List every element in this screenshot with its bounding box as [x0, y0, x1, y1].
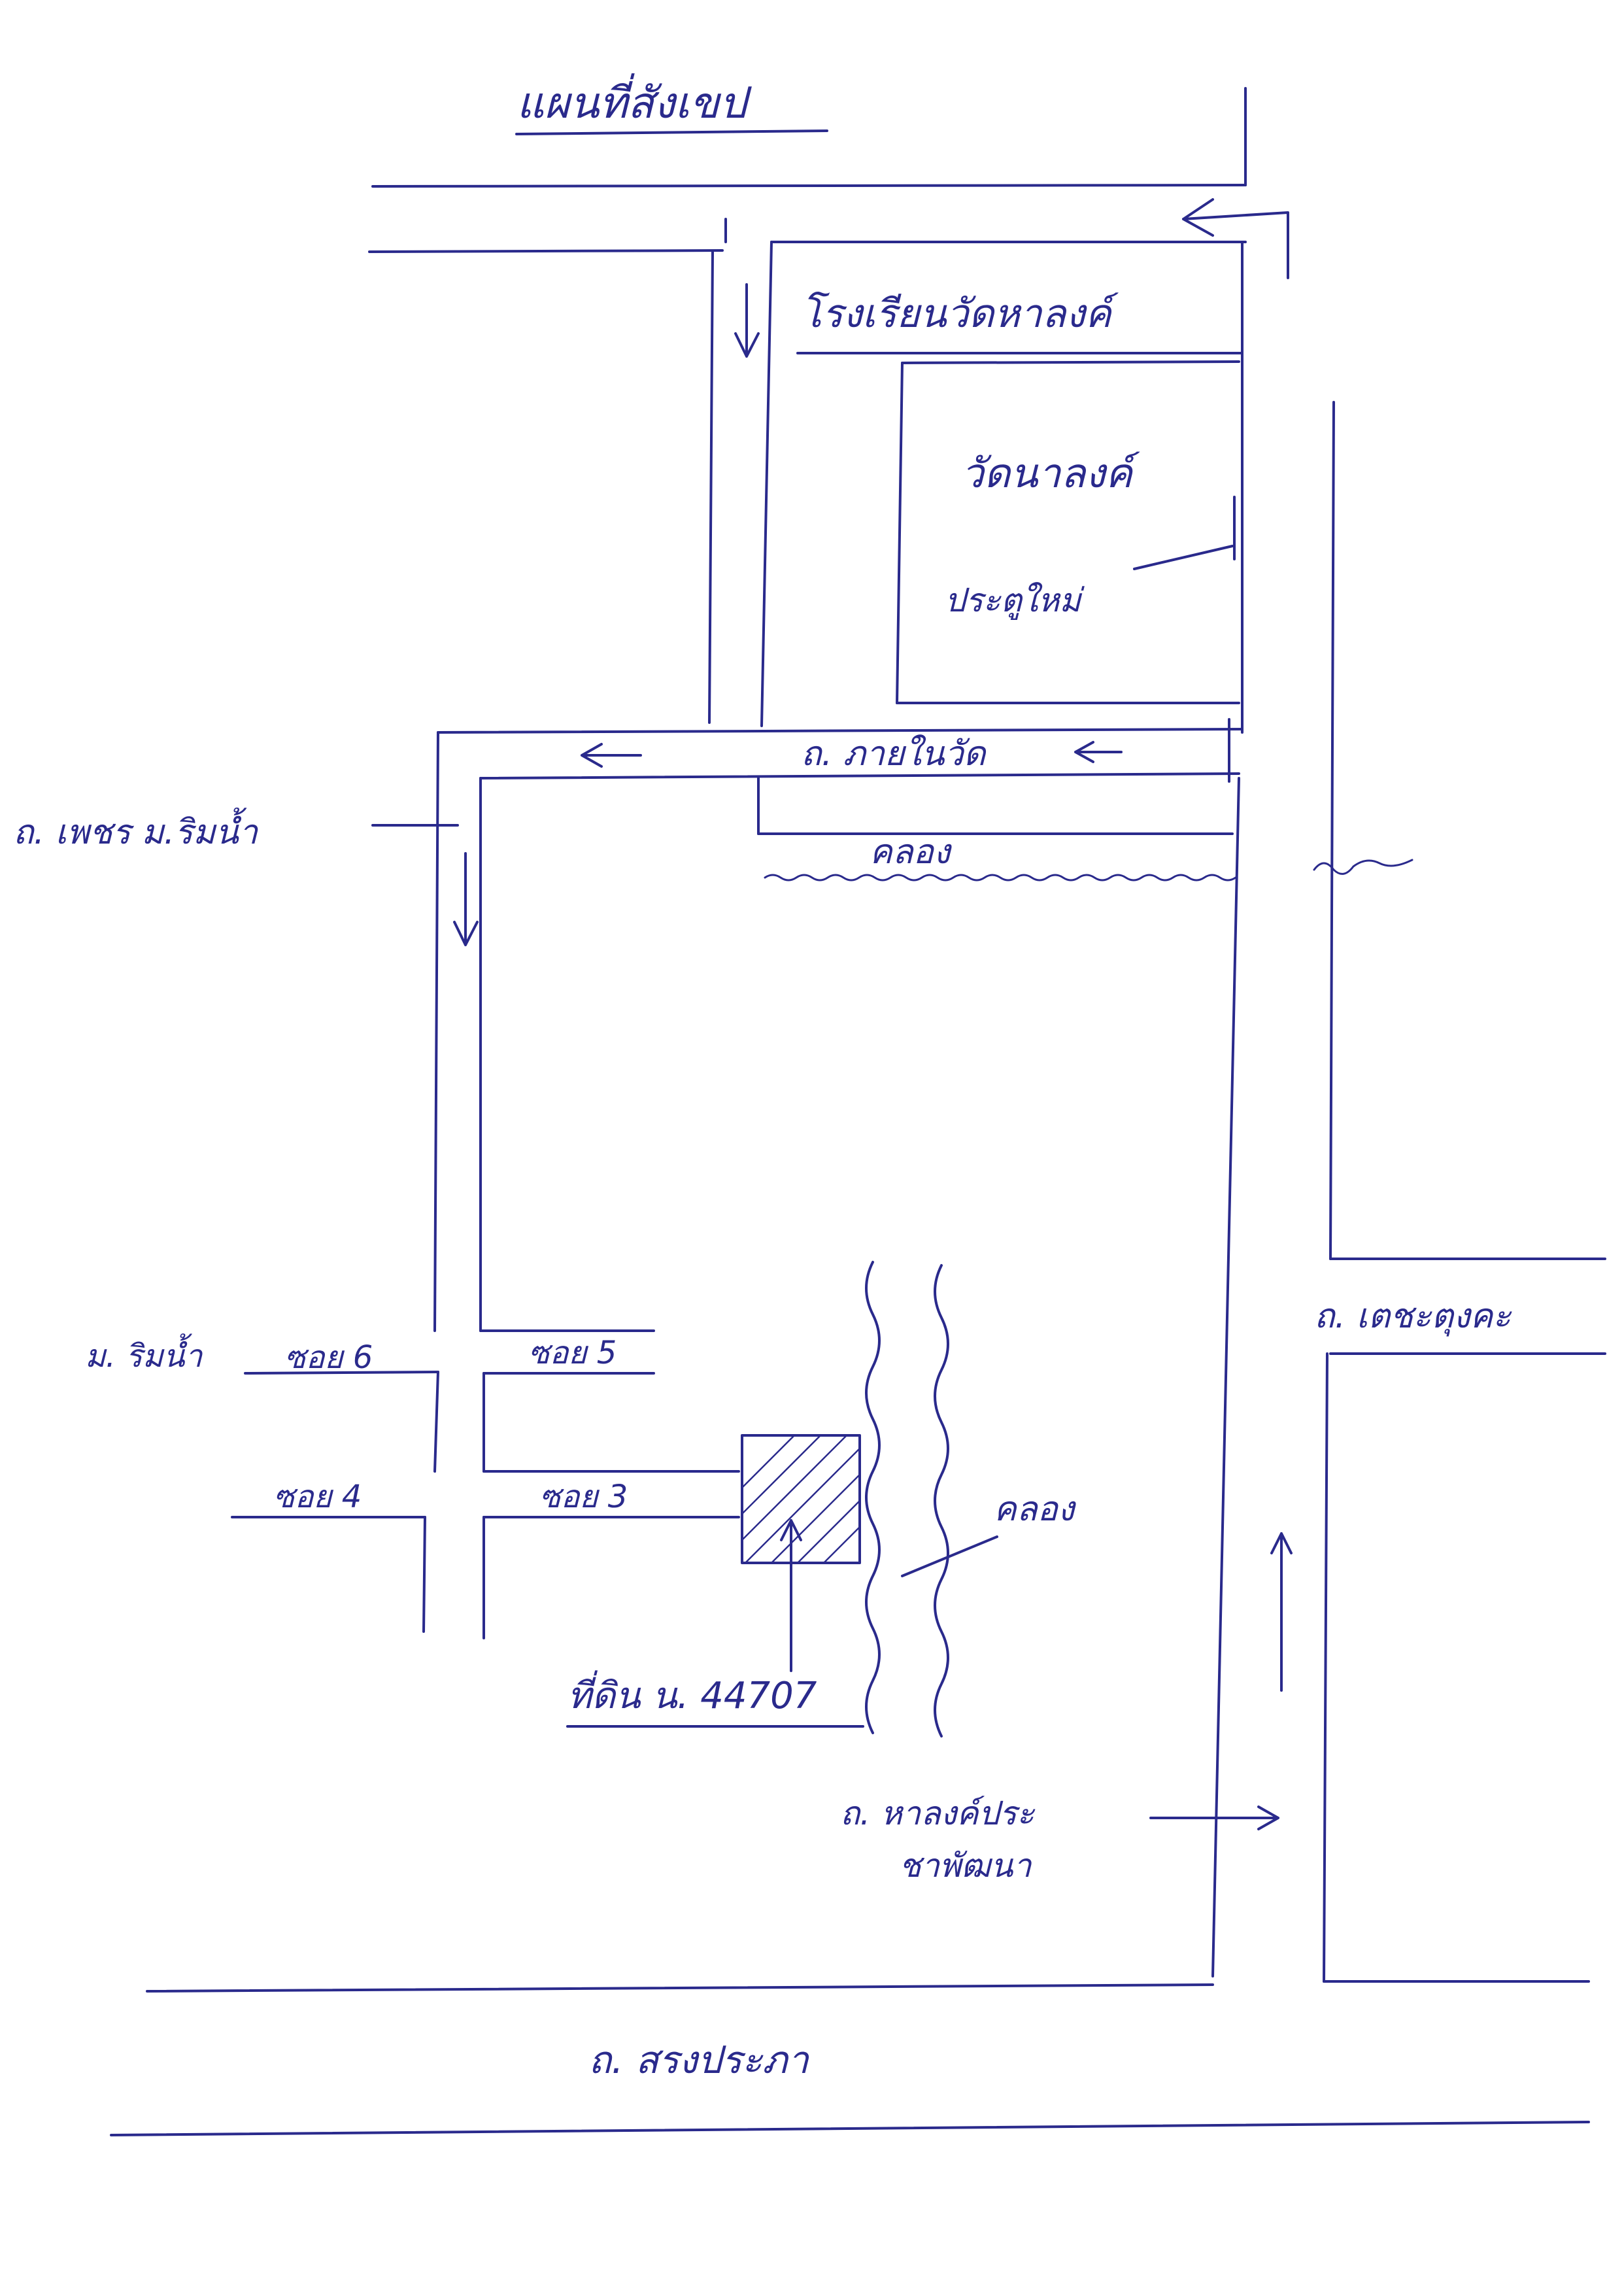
village-label: ม. ริมน้ำ [85, 1333, 203, 1375]
road-inside-temple-label: ถ. ภายในวัด [801, 734, 987, 774]
soi-3-label: ซอย 3 [539, 1479, 628, 1515]
road-inside-temple [437, 718, 1243, 783]
soi-6-label: ซอย 6 [284, 1339, 373, 1376]
land-plot [741, 1434, 861, 1564]
canal-right-label: คลอง [994, 1490, 1077, 1529]
arrow-up-icon [1270, 1532, 1293, 1692]
arrow-right-icon [1149, 1806, 1279, 1830]
arrow-down-icon [734, 283, 760, 358]
lane-west-of-school [708, 241, 1247, 727]
west-road [433, 731, 482, 1332]
new-gate-leader [1133, 545, 1234, 570]
soi-4-label: ซอย 4 [273, 1479, 362, 1515]
canal-bank-east [934, 1264, 949, 1738]
property-east-line [1211, 777, 1240, 1977]
entrance-arrow-icon [1182, 198, 1289, 279]
road-east-label: ถ. เตชะตุงคะ [1314, 1297, 1512, 1337]
canal-bank-west [865, 1261, 881, 1734]
canal-right-leader [901, 1535, 998, 1577]
canal-water [764, 874, 1237, 882]
new-gate-label: ประตูใหม่ [945, 581, 1085, 621]
soi-5-label: ซอย 5 [528, 1335, 617, 1371]
title-underline [515, 129, 828, 135]
road-south-inner-label-2: ชาพัฒนา [899, 1847, 1032, 1885]
arrow-left-icon [1074, 741, 1123, 763]
arrow-left-icon [581, 743, 642, 768]
arrow-down-icon [453, 852, 479, 946]
arrow-up-icon [780, 1519, 802, 1672]
road-south-inner-label-1: ถ. หาลงค์ประ [840, 1794, 1036, 1832]
top-road [368, 87, 1247, 253]
road-bottom-label: ถ. สรงประภา [588, 2038, 810, 2082]
east-road [1323, 401, 1606, 1983]
bottom-road-north-edge [146, 1983, 1214, 1993]
road-west-label: ถ. เพชร ม.ริมน้ำ [13, 807, 259, 852]
land-plot-label: ที่ดิน น. 44707 [567, 1670, 817, 1717]
bottom-road-south-edge [110, 2121, 1590, 2136]
water-mark-icon [1313, 859, 1413, 875]
school-label: โรงเรียนวัดหาลงค์ [801, 291, 1119, 337]
temple-label: วัดนาลงค์ [961, 449, 1140, 497]
temple-compound [896, 360, 1240, 704]
map-title: แผนที่สังเขป [516, 73, 752, 128]
soi-network [231, 1329, 740, 1639]
canal-top-label: คลอง [870, 832, 953, 872]
